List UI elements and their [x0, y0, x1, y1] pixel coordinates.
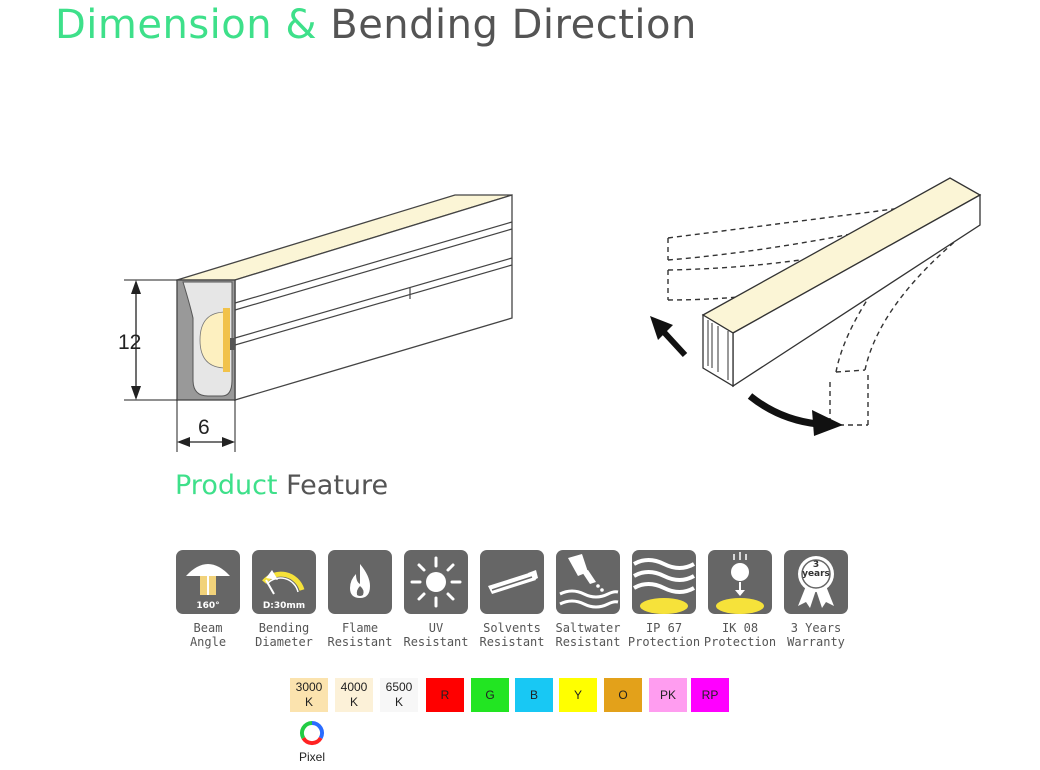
- feature-heading-part-1: Product: [175, 470, 278, 501]
- feature-ip67-protection: IP 67 Protection: [625, 550, 703, 649]
- warranty-badge-text: 3 years: [802, 560, 830, 579]
- bending-diameter-value: D:30mm: [262, 601, 306, 611]
- pixel-option[interactable]: Pixel: [292, 720, 332, 764]
- feature-heading-part-2: Feature: [286, 470, 389, 501]
- title-part-2: Bending Direction: [330, 2, 697, 48]
- product-feature-heading: Product Feature: [175, 470, 388, 501]
- sun-icon: [404, 550, 468, 614]
- feature-3-years-warranty: 3 years 3 Years Warranty: [777, 550, 855, 649]
- feature-flame-resistant: Flame Resistant: [321, 550, 399, 649]
- height-dimension-label: 12: [118, 331, 141, 354]
- warranty-badge-icon: 3 years: [784, 550, 848, 614]
- saltwater-icon: [556, 550, 620, 614]
- color-swatch-6500k[interactable]: 6500 K: [380, 678, 418, 712]
- feature-label: IK 08 Protection: [703, 621, 777, 649]
- color-swatch-4000k[interactable]: 4000 K: [335, 678, 373, 712]
- rgb-ring-icon: [299, 720, 325, 746]
- page-title: Dimension & Bending Direction: [55, 2, 697, 48]
- feature-saltwater-resistant: Saltwater Resistant: [549, 550, 627, 649]
- feature-label: Beam Angle: [189, 621, 227, 649]
- title-part-1: Dimension &: [55, 2, 318, 48]
- color-swatch-green[interactable]: G: [471, 678, 509, 712]
- color-swatch-3000k[interactable]: 3000 K: [290, 678, 328, 712]
- color-swatch-yellow[interactable]: Y: [559, 678, 597, 712]
- color-swatch-pink[interactable]: PK: [649, 678, 687, 712]
- feature-bending-diameter: D:30mm Bending Diameter: [245, 550, 323, 649]
- feature-label: Flame Resistant: [327, 621, 393, 649]
- color-swatch-orange[interactable]: O: [604, 678, 642, 712]
- bending-direction-diagram: [650, 177, 982, 436]
- feature-label: Solvents Resistant: [479, 621, 545, 649]
- feature-solvents-resistant: Solvents Resistant: [473, 550, 551, 649]
- color-swatch-rose-purple[interactable]: RP: [691, 678, 729, 712]
- feature-uv-resistant: UV Resistant: [397, 550, 475, 649]
- feature-label: UV Resistant: [403, 621, 469, 649]
- flame-icon: [328, 550, 392, 614]
- feature-beam-angle: 160° Beam Angle: [169, 550, 247, 649]
- feature-ik08-protection: IK 08 Protection: [701, 550, 779, 649]
- feature-label: Bending Diameter: [255, 621, 313, 649]
- dimension-diagram: 12 6: [118, 194, 513, 452]
- feature-label: Saltwater Resistant: [555, 621, 621, 649]
- color-swatch-red[interactable]: R: [426, 678, 464, 712]
- beam-angle-value: 160°: [196, 601, 220, 611]
- color-options: 3000 K 4000 K 6500 K R G B Y O PK RP: [290, 678, 750, 718]
- beam-angle-icon: 160°: [176, 550, 240, 614]
- waves-icon: [632, 550, 696, 614]
- width-dimension-label: 6: [198, 416, 210, 439]
- bending-diameter-icon: D:30mm: [252, 550, 316, 614]
- feature-label: IP 67 Protection: [627, 621, 701, 649]
- feature-list: 160° Beam Angle D:30mm Bending Diameter …: [174, 550, 874, 660]
- feature-label: 3 Years Warranty: [787, 621, 845, 649]
- impact-icon: [708, 550, 772, 614]
- solvent-icon: [480, 550, 544, 614]
- pixel-label: Pixel: [298, 750, 325, 764]
- color-swatch-blue[interactable]: B: [515, 678, 553, 712]
